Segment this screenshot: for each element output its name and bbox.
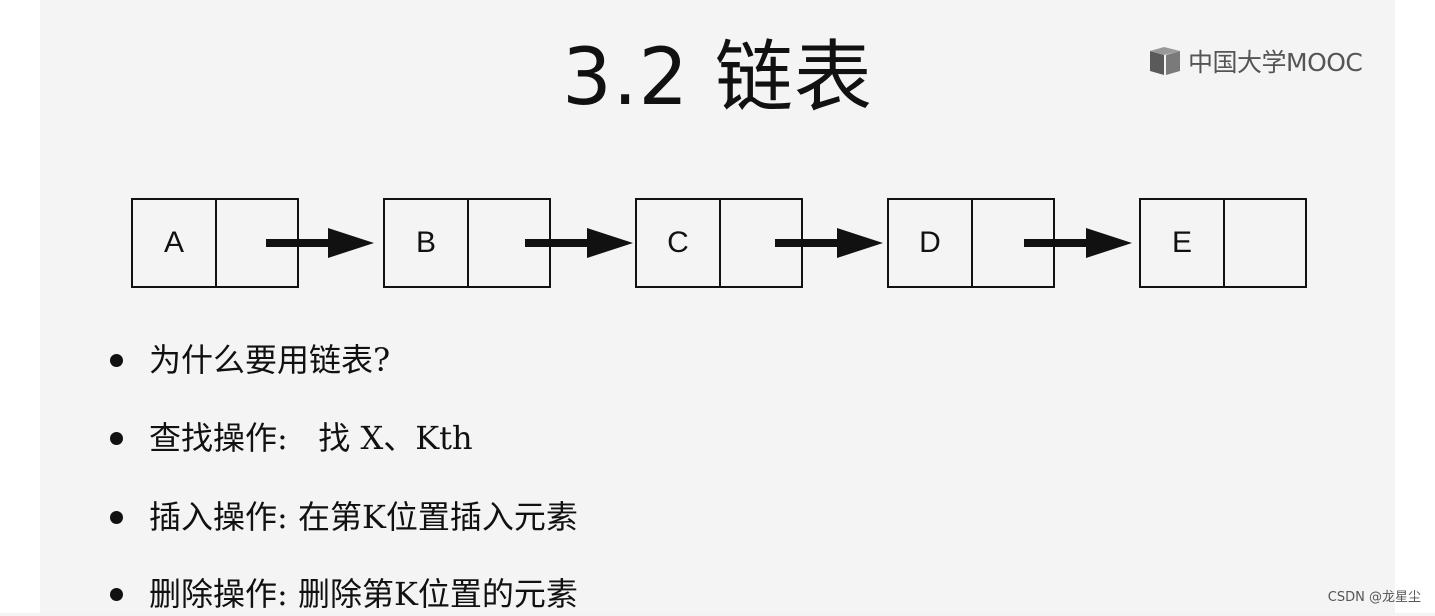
bullet-text: 查找操作: 找 X、Kth <box>149 419 473 457</box>
bullet-text: 为什么要用链表? <box>149 341 391 379</box>
arrow-right-icon <box>1024 228 1132 258</box>
node-data: C <box>637 200 721 286</box>
node-data: A <box>133 200 217 286</box>
node-data: D <box>889 200 973 286</box>
bullet-dot-icon <box>110 587 123 601</box>
node-data: B <box>385 200 469 286</box>
list-item: 插入操作: 在第K位置插入元素 <box>110 495 578 539</box>
bullet-dot-icon <box>110 431 123 445</box>
mooc-logo: 中国大学MOOC <box>1148 44 1363 78</box>
bullet-dot-icon <box>110 510 123 524</box>
arrow-right-icon <box>266 228 374 258</box>
mooc-logo-icon <box>1150 47 1180 75</box>
right-margin <box>1395 0 1435 613</box>
list-item: 查找操作: 找 X、Kth <box>110 416 473 460</box>
list-item: 为什么要用链表? <box>110 338 390 382</box>
arrow-right-icon <box>775 228 883 258</box>
bullet-dot-icon <box>110 353 123 367</box>
node-data: E <box>1141 200 1225 286</box>
logo-text: 中国大学MOOC <box>1188 48 1363 77</box>
page-title: 3.2 链表 <box>562 33 873 123</box>
watermark: CSDN @龙星尘 <box>1327 590 1421 605</box>
node-next-field <box>1225 200 1305 286</box>
bullet-text: 插入操作: 在第K位置插入元素 <box>149 498 578 536</box>
list-node-e: E <box>1139 198 1307 288</box>
bullet-text: 删除操作: 删除第K位置的元素 <box>149 575 578 613</box>
arrow-right-icon <box>525 228 633 258</box>
left-margin <box>0 0 40 613</box>
list-item: 删除操作: 删除第K位置的元素 <box>110 572 578 616</box>
